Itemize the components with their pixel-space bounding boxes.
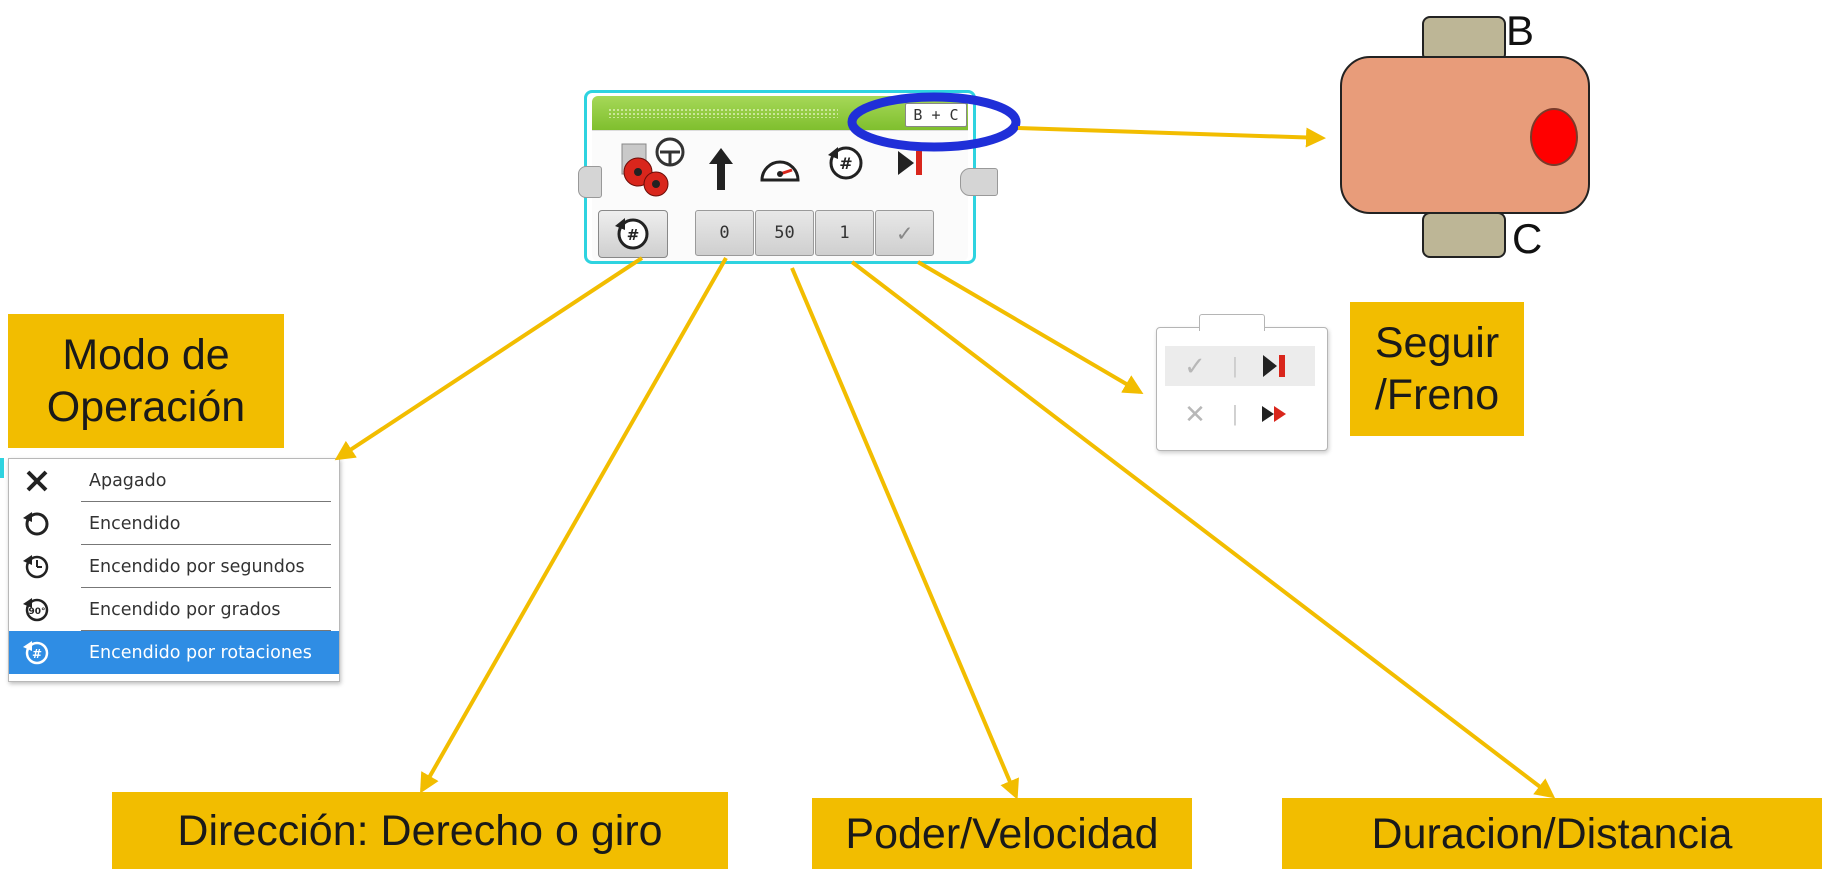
brake-option-stop[interactable]: ✓ | [1165, 346, 1315, 386]
menu-item-label: Encendido por grados [89, 599, 281, 620]
callout-power-text: Poder/Velocidad [845, 809, 1159, 858]
menu-item-encendido[interactable]: Encendido [9, 502, 339, 545]
brake-value-slot[interactable]: ✓ [875, 210, 934, 256]
callout-mode-line-2: Operación [46, 383, 246, 431]
block-grip [608, 108, 838, 118]
arrow-to-direction [420, 257, 728, 794]
callout-duration: Duracion/Distancia [1282, 798, 1822, 869]
port-label[interactable]: B + C [905, 103, 967, 127]
menu-item-encendido-por-grados[interactable]: 90° Encendido por grados [9, 588, 339, 631]
sequence-output-connector [960, 168, 998, 196]
svg-text:#: # [32, 647, 42, 661]
color-sensor [1530, 108, 1578, 166]
direction-arrow-icon [709, 148, 733, 190]
power-value-slot[interactable]: 50 [755, 210, 814, 256]
brake-option-coast[interactable]: ✕ | [1165, 394, 1315, 434]
callout-brake-line-2: /Freno [1374, 371, 1500, 419]
menu-edge-accent [0, 458, 4, 478]
block-header[interactable]: B + C [592, 96, 968, 130]
cross-icon: ✕ [1184, 398, 1206, 429]
steering-value-slot[interactable]: 0 [695, 210, 754, 256]
arrow-to-mode-menu [334, 256, 644, 461]
speedometer-icon [760, 160, 800, 182]
popup-tab [1199, 314, 1265, 331]
motor-b-label: B [1506, 7, 1535, 54]
seconds-icon [23, 554, 49, 578]
brake-options-popup: ✓ | ✕ | [1156, 314, 1328, 451]
callout-mode: Modo de Operación [8, 314, 284, 448]
svg-text:#: # [839, 154, 852, 173]
motor-block[interactable]: B + C # # 0 [578, 88, 998, 268]
rotations-value-slot[interactable]: 1 [815, 210, 874, 256]
callout-brake: Seguir /Freno [1350, 302, 1524, 436]
arrow-to-brake-popup [916, 260, 1144, 395]
option-separator: | [1232, 353, 1238, 378]
check-icon: ✓ [1184, 350, 1206, 381]
callout-duration-text: Duracion/Distancia [1371, 809, 1733, 858]
menu-item-apagado[interactable]: Apagado [9, 459, 339, 502]
on-icon [23, 511, 49, 535]
menu-item-label: Encendido [89, 513, 181, 534]
coast-icon [1245, 403, 1305, 425]
mode-selector-button[interactable]: # [598, 210, 668, 258]
menu-item-encendido-por-rotaciones[interactable]: # Encendido por rotaciones [9, 631, 339, 674]
wheel-c [1422, 212, 1506, 258]
menu-item-label: Encendido por segundos [89, 556, 305, 577]
menu-item-label: Apagado [89, 470, 167, 491]
svg-text:#: # [627, 226, 640, 244]
option-separator: | [1232, 401, 1238, 426]
rotations-icon: # [23, 640, 49, 664]
rotations-icon: # [828, 146, 863, 180]
arrow-to-power [790, 267, 1019, 800]
degrees-icon: 90° [23, 597, 49, 621]
motor-c-label: C [1512, 215, 1543, 262]
arrow-to-robot [1017, 126, 1326, 148]
motor-steering-icon [621, 137, 685, 197]
callout-power: Poder/Velocidad [812, 798, 1192, 869]
rotations-mode-icon: # [615, 218, 649, 250]
x-icon [26, 470, 48, 491]
callout-direction-text: Dirección: Derecho o giro [177, 806, 663, 855]
callout-direction: Dirección: Derecho o giro [112, 792, 728, 869]
operation-mode-menu: Apagado Encendido Encendido por segundos… [8, 458, 340, 682]
stop-brake-icon [1245, 353, 1305, 379]
sequence-input-connector [578, 166, 602, 198]
menu-item-label: Encendido por rotaciones [89, 642, 312, 663]
degrees-badge: 90° [28, 607, 45, 617]
callout-brake-line-1: Seguir [1374, 319, 1500, 367]
robot-diagram: B C [1336, 10, 1606, 260]
menu-item-encendido-por-segundos[interactable]: Encendido por segundos [9, 545, 339, 588]
stop-brake-icon [898, 151, 922, 175]
callout-mode-line-1: Modo de [62, 331, 230, 379]
